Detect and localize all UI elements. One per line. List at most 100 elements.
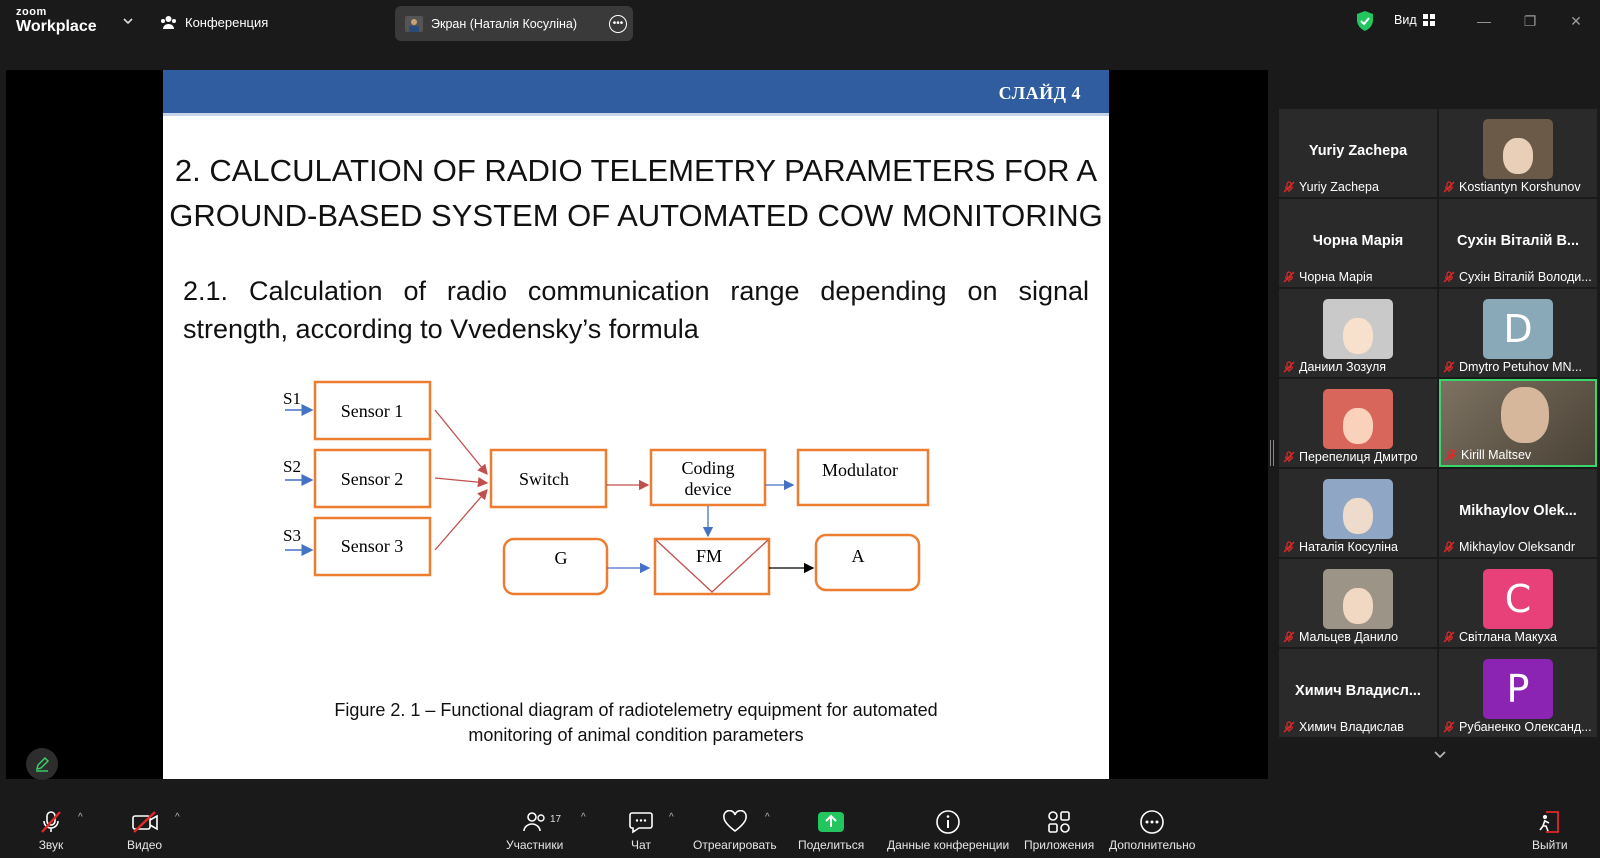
slide-header-bar: СЛАЙД 4 <box>163 70 1109 116</box>
chevron-down-icon[interactable] <box>120 13 136 29</box>
logo-workplace-text: Workplace <box>16 18 97 35</box>
mic-muted-icon <box>1283 361 1295 373</box>
audio-button[interactable]: Звук <box>36 808 66 852</box>
fm-label: FM <box>696 546 722 566</box>
restore-icon[interactable]: ❐ <box>1523 13 1537 29</box>
mic-muted-icon <box>1443 631 1455 643</box>
slide-title: 2. CALCULATION OF RADIO TELEMETRY PARAME… <box>163 148 1109 238</box>
participant-tile[interactable]: Химич Владисл... Химич Владислав <box>1279 649 1437 737</box>
minimize-icon[interactable]: — <box>1477 13 1491 29</box>
participant-tile[interactable]: Мальцев Данило <box>1279 559 1437 647</box>
chat-button[interactable]: Чат <box>626 808 656 852</box>
audio-options-caret[interactable]: ^ <box>78 812 83 823</box>
video-button[interactable]: Видео <box>127 808 162 852</box>
participant-display-name: Yuriy Zachepa <box>1308 143 1408 159</box>
sensor-2-label: Sensor 2 <box>341 469 404 489</box>
more-label: Дополнительно <box>1109 838 1196 852</box>
participants-count: 17 <box>550 814 562 825</box>
mic-muted-icon <box>41 811 61 833</box>
react-label: Отреагировать <box>693 838 777 852</box>
mic-muted-icon <box>1445 449 1457 461</box>
participant-display-name: Химич Владисл... <box>1295 683 1421 699</box>
coding-device-box <box>649 448 767 507</box>
participant-name: Химич Владислав <box>1299 720 1404 734</box>
mic-muted-icon <box>1443 271 1455 283</box>
video-options-caret[interactable]: ^ <box>175 812 180 823</box>
chat-options-caret[interactable]: ^ <box>669 812 674 823</box>
view-button[interactable]: Вид <box>1394 13 1435 27</box>
share-button[interactable]: Поделиться <box>798 808 864 852</box>
participant-tile[interactable]: Даниил Зозуля <box>1279 289 1437 377</box>
more-button[interactable]: Дополнительно <box>1109 808 1195 852</box>
mic-muted-icon <box>1283 271 1295 283</box>
avatar-face-shape <box>1343 498 1373 534</box>
chat-label: Чат <box>631 838 651 852</box>
participant-name-label: Мальцев Данило <box>1283 630 1398 644</box>
participant-name-label: Химич Владислав <box>1283 720 1404 734</box>
close-icon[interactable]: ✕ <box>1570 13 1582 29</box>
react-button[interactable]: Отреагировать <box>693 808 777 852</box>
participant-initial-avatar: C <box>1483 569 1553 629</box>
encryption-shield-icon[interactable] <box>1356 11 1374 31</box>
participants-button[interactable]: Участники <box>506 808 563 852</box>
slide-subtitle: 2.1. Calculation of radio communication … <box>183 276 1089 344</box>
participant-photo-avatar <box>1483 119 1553 179</box>
participants-options-caret[interactable]: ^ <box>581 812 586 823</box>
participant-photo-avatar <box>1323 389 1393 449</box>
react-options-caret[interactable]: ^ <box>765 812 770 823</box>
sensor-1-box <box>313 380 432 441</box>
apps-label: Приложения <box>1024 838 1095 852</box>
participant-tile[interactable]: Mikhaylov Olek...Mikhaylov Oleksandr <box>1439 469 1597 557</box>
share-label: Экран (Наталія Косуліна) <box>431 16 577 31</box>
fm-box <box>653 537 771 596</box>
participant-name-label: Наталія Косуліна <box>1283 540 1398 554</box>
sensor-2-box <box>313 448 432 509</box>
coding-device-label-line1: Coding <box>681 458 734 478</box>
chat-icon <box>629 812 653 834</box>
participant-name-label: Світлана Макуха <box>1443 630 1557 644</box>
video-label: Видео <box>127 838 163 852</box>
info-icon <box>936 810 960 834</box>
coding-device-label-line2: device <box>685 479 732 499</box>
participant-tile[interactable]: Kostiantyn Korshunov <box>1439 109 1597 197</box>
switch-box <box>489 448 608 509</box>
more-options-icon[interactable]: ••• <box>609 15 627 33</box>
avatar-face-shape <box>1343 588 1373 624</box>
share-label-toolbar: Поделиться <box>798 838 865 852</box>
panel-resize-handle[interactable] <box>1270 440 1274 466</box>
participant-display-name: Mikhaylov Olek... <box>1459 503 1577 519</box>
share-screen-icon <box>818 812 845 832</box>
screen-share-pill[interactable]: Экран (Наталія Косуліна) ••• <box>395 6 633 41</box>
a-label: A <box>852 546 865 566</box>
participant-name-label: Dmytro Petuhov MN... <box>1443 360 1582 374</box>
participant-tile[interactable]: Перепелиця Дмитро <box>1279 379 1437 467</box>
participant-initial-avatar: D <box>1483 299 1553 359</box>
participant-name: Kostiantyn Korshunov <box>1459 180 1581 194</box>
audio-label: Звук <box>38 838 64 852</box>
participant-display-name: Чорна Марія <box>1312 233 1404 249</box>
participant-name: Даниил Зозуля <box>1299 360 1387 374</box>
participant-tile[interactable]: Сухін Віталій В...Сухін Віталій Володи..… <box>1439 199 1597 287</box>
mic-muted-icon <box>1283 541 1295 553</box>
fm-triangle <box>655 539 769 593</box>
annotate-pen-button[interactable] <box>26 748 58 780</box>
participant-tile[interactable]: Наталія Косуліна <box>1279 469 1437 557</box>
meeting-button[interactable]: Конференция <box>160 12 268 32</box>
sensor-3-box <box>313 516 432 577</box>
apps-button[interactable]: Приложения <box>1024 808 1094 852</box>
mic-muted-icon <box>1443 361 1455 373</box>
slide-title-line1: 2. CALCULATION OF RADIO TELEMETRY PARAME… <box>174 153 1098 188</box>
scroll-down-chevron-icon[interactable] <box>1432 747 1448 763</box>
participant-photo-avatar <box>1323 299 1393 359</box>
meeting-info-button[interactable]: Данные конференции <box>887 808 1009 852</box>
avatar-face-shape <box>1503 138 1533 174</box>
leave-button[interactable]: Выйти <box>1532 808 1568 852</box>
zoom-logo[interactable]: zoom Workplace <box>16 7 97 35</box>
g-label: G <box>555 548 568 568</box>
participant-tile[interactable]: Kirill Maltsev <box>1439 379 1597 467</box>
